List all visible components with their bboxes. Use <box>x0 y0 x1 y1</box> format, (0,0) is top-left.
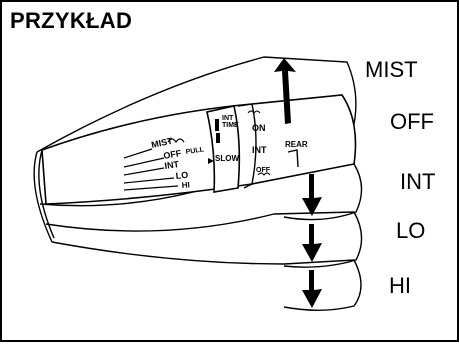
scale-line-hi <box>123 185 179 191</box>
ring-tick <box>215 119 219 131</box>
arrow-up-mist <box>274 58 296 124</box>
position-label-int: INT <box>400 169 435 194</box>
arrow-down-lo <box>302 224 322 262</box>
position-label-lo: LO <box>396 218 425 243</box>
lever-base-curve-inner <box>38 149 55 239</box>
lever-outline-hi <box>51 241 362 311</box>
position-label-off: OFF <box>390 109 434 134</box>
rear-switch-bracket <box>287 149 299 168</box>
washer-icon-small <box>247 110 261 114</box>
scale-line-int <box>123 167 165 176</box>
arrow-down-int <box>302 174 322 216</box>
scale-line-off <box>123 157 165 168</box>
ring-tick <box>216 133 220 143</box>
scale-label-mist: MIST <box>150 136 174 150</box>
lever-base-curve <box>33 151 53 243</box>
rear-on-label: ON <box>252 123 266 133</box>
movement-arrows <box>274 58 322 308</box>
scale-label-lo: LO <box>175 170 188 181</box>
int-time-label-bottom: TIME <box>222 122 239 129</box>
int-time-label-top: INT <box>222 115 234 122</box>
scale-lines <box>123 148 179 191</box>
lever-position-outlines <box>33 56 363 311</box>
scale-label-hi: HI <box>181 180 190 190</box>
scale-line-lo <box>123 177 175 184</box>
lever-body <box>41 94 357 205</box>
rear-off-label: OFF <box>256 167 271 174</box>
washer-icon-rear <box>257 172 271 176</box>
position-label-hi: HI <box>389 273 411 298</box>
lever-outline-lo <box>45 211 363 268</box>
slow-label: SLOW <box>215 154 239 163</box>
ring-edge-line-lower <box>243 183 253 189</box>
scale-line-mist <box>123 148 153 159</box>
heading-example: PRZYKŁAD <box>10 8 133 33</box>
lever-outline-mist <box>36 56 357 153</box>
ring-edge-line <box>237 103 253 107</box>
arrow-down-hi <box>302 270 322 308</box>
position-label-mist: MIST <box>365 57 418 82</box>
pull-label: PULL <box>185 146 205 156</box>
lever-small-labels: MIST OFF INT LO HI PULL INT TIME SLOW ON… <box>150 115 308 190</box>
main-lever <box>41 94 357 205</box>
position-labels: MIST OFF INT LO HI <box>365 57 435 298</box>
pull-arrow-icon <box>208 158 214 164</box>
scale-label-off: OFF <box>163 148 183 161</box>
washer-icon <box>167 138 185 144</box>
rear-int-label: INT <box>252 145 267 155</box>
scale-label-int: INT <box>164 159 180 171</box>
rear-label: REAR <box>285 140 308 149</box>
